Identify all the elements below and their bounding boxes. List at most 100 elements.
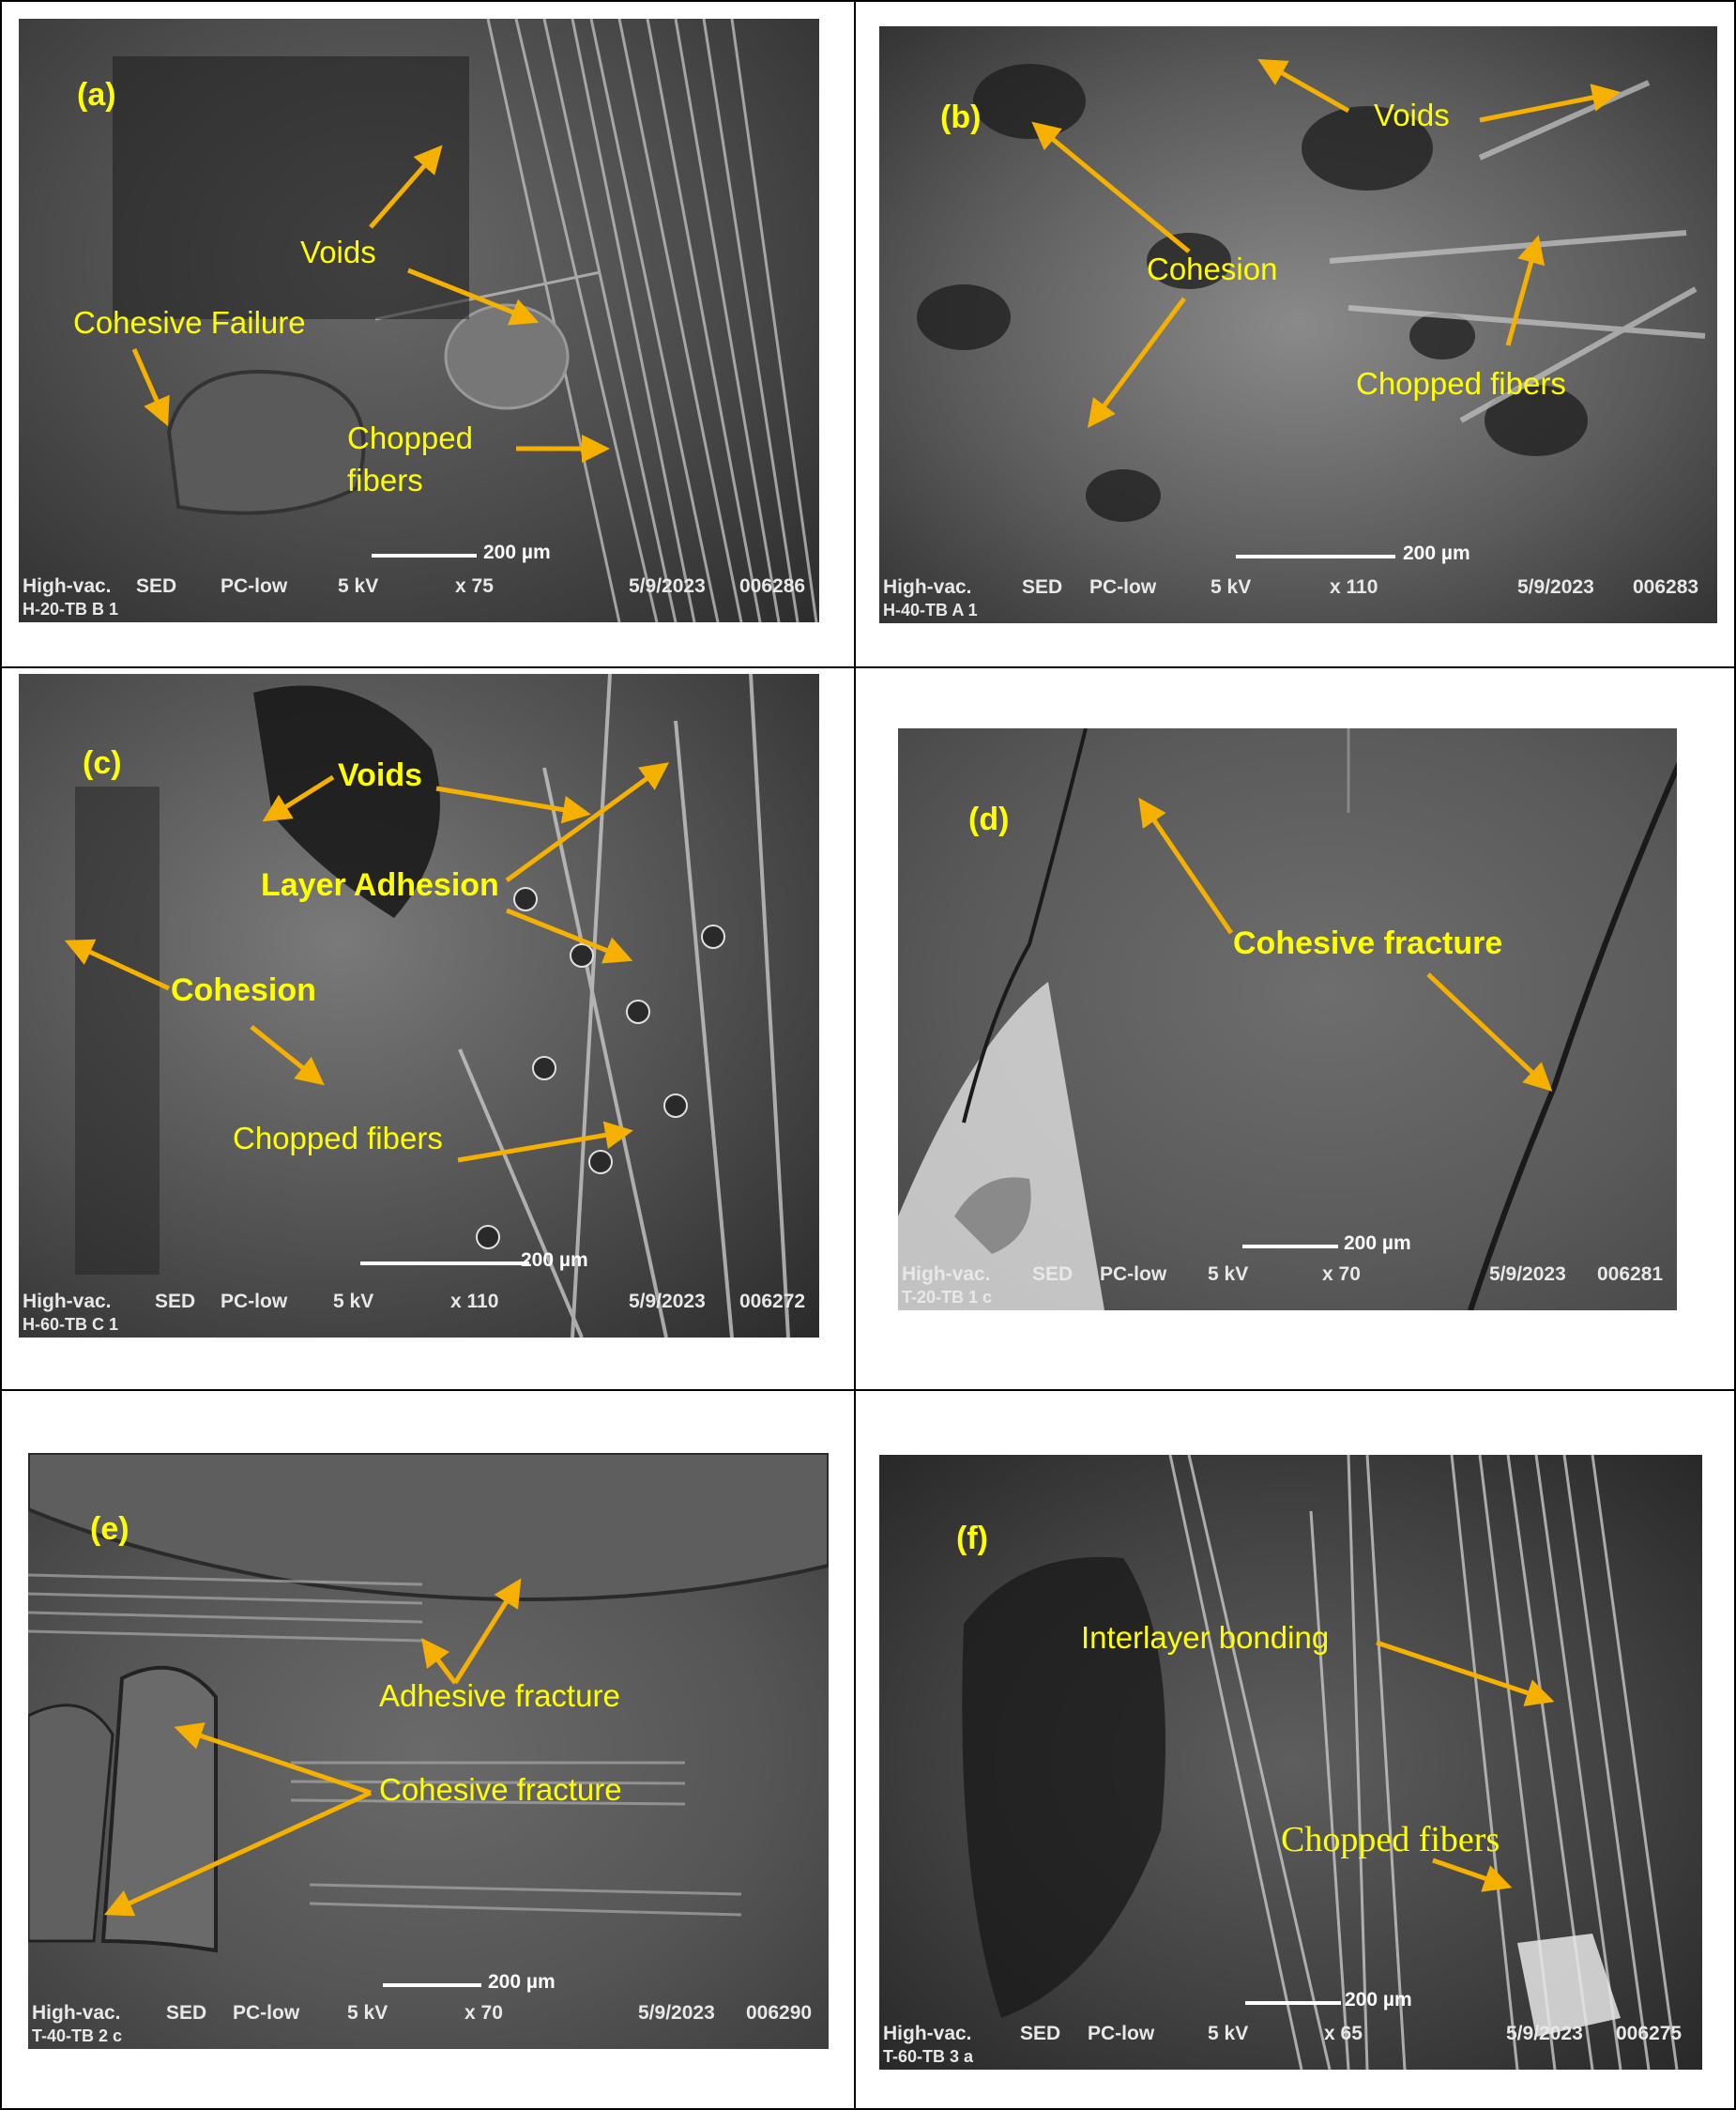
- info-probe: PC-low: [233, 2002, 300, 2024]
- grid-divider-row2: [0, 1389, 1736, 1391]
- info-date: 5/9/2023: [629, 1291, 706, 1312]
- panel-label: (b): [940, 99, 982, 135]
- scale-label: 200 µm: [1403, 543, 1470, 564]
- sem-info-bar: High-vac. SED PC-low 5 kV x 70 5/9/2023 …: [898, 1261, 1677, 1310]
- annotation-voids: Voids: [300, 235, 376, 269]
- info-detector: SED: [166, 2002, 207, 2024]
- fiber-texture: [962, 1455, 1679, 2070]
- panel-label: (e): [90, 1511, 129, 1547]
- info-magnification: x 110: [1330, 576, 1378, 598]
- scale-bar: [360, 1261, 529, 1265]
- info-sample: T-40-TB 2 c: [32, 2026, 123, 2045]
- annotation-chopped: Chopped: [347, 420, 473, 455]
- sem-info-bar: High-vac. SED PC-low 5 kV x 110 5/9/2023…: [879, 574, 1717, 623]
- sem-panel-c: (c) Voids Layer Adhesion Cohesion Choppe…: [19, 674, 819, 1338]
- sem-info-bar: High-vac. SED PC-low 5 kV x 70 5/9/2023 …: [28, 2000, 829, 2049]
- info-date: 5/9/2023: [629, 575, 706, 597]
- scale-label: 200 µm: [488, 1971, 556, 1993]
- info-detector: SED: [1020, 2023, 1061, 2044]
- scale-bar: [372, 554, 477, 558]
- info-image-number: 006286: [739, 575, 806, 597]
- sem-info-bar: High-vac. SED PC-low 5 kV x 65 5/9/2023 …: [879, 2021, 1702, 2070]
- info-detector: SED: [136, 575, 177, 597]
- annotation-arrows: [103, 1578, 522, 1917]
- annotation-arrows: [1138, 797, 1553, 1092]
- fracture-texture: [917, 64, 1706, 522]
- scale-label: 200 µm: [483, 542, 551, 563]
- info-magnification: x 70: [1322, 1263, 1361, 1285]
- info-sample: H-60-TB C 1: [23, 1315, 119, 1334]
- info-voltage: 5 kV: [338, 575, 379, 597]
- info-detector: SED: [1032, 1263, 1074, 1285]
- info-vacuum: High-vac.: [23, 1291, 112, 1312]
- scale-bar: [1242, 1245, 1338, 1248]
- annotation-cohesion: Cohesion: [1147, 252, 1278, 286]
- info-voltage: 5 kV: [1208, 1263, 1249, 1285]
- info-magnification: x 65: [1324, 2023, 1363, 2044]
- info-magnification: x 75: [455, 575, 494, 597]
- info-voltage: 5 kV: [347, 2002, 388, 2024]
- info-sample: H-20-TB B 1: [23, 600, 119, 619]
- fiber-texture: [113, 19, 818, 622]
- sem-info-bar: High-vac. SED PC-low 5 kV x 75 5/9/2023 …: [19, 573, 819, 622]
- scale-label: 200 µm: [521, 1249, 588, 1271]
- info-sample: T-60-TB 3 a: [883, 2047, 974, 2066]
- annotation-cohesion: Cohesion: [171, 972, 316, 1008]
- info-vacuum: High-vac.: [23, 575, 112, 597]
- annotation-cohesive-failure: Cohesive Failure: [73, 305, 306, 340]
- info-date: 5/9/2023: [638, 2002, 715, 2024]
- info-vacuum: High-vac.: [883, 576, 972, 598]
- annotation-voids: Voids: [338, 757, 423, 793]
- info-probe: PC-low: [221, 1291, 288, 1312]
- sem-panel-a: (a) Voids Cohesive Failure Chopped fiber…: [19, 19, 819, 622]
- info-date: 5/9/2023: [1517, 576, 1594, 598]
- panel-label: (c): [83, 745, 122, 781]
- info-voltage: 5 kV: [1211, 576, 1252, 598]
- scale-label: 200 µm: [1345, 1989, 1412, 2011]
- info-probe: PC-low: [221, 575, 288, 597]
- panel-label: (f): [956, 1521, 988, 1556]
- grid-divider-row1: [0, 666, 1736, 668]
- sem-info-bar: High-vac. SED PC-low 5 kV x 110 5/9/2023…: [19, 1289, 819, 1338]
- info-magnification: x 70: [464, 2002, 503, 2024]
- fracture-texture: [898, 728, 1677, 1310]
- sem-panel-e: (e) Adhesive fracture Cohesive fracture …: [28, 1453, 829, 2049]
- scale-bar: [1245, 2001, 1341, 2005]
- annotation-arrows: [1031, 59, 1621, 429]
- info-detector: SED: [1022, 576, 1063, 598]
- annotation-layer-adhesion: Layer Adhesion: [261, 867, 499, 903]
- info-sample: H-40-TB A 1: [883, 601, 978, 619]
- grid-divider-vertical: [854, 0, 856, 2110]
- info-probe: PC-low: [1088, 2023, 1155, 2044]
- sem-panel-b: (b) Voids Cohesion Chopped fibers 200 µm…: [879, 26, 1717, 623]
- info-image-number: 006272: [739, 1291, 806, 1312]
- fiber-texture: [75, 674, 790, 1338]
- info-voltage: 5 kV: [333, 1291, 374, 1312]
- sem-panel-f: (f) Interlayer bonding Chopped fibers 20…: [879, 1455, 1702, 2070]
- annotation-cohesive-fracture: Cohesive fracture: [1233, 925, 1503, 961]
- panel-label: (a): [77, 77, 116, 113]
- info-probe: PC-low: [1100, 1263, 1167, 1285]
- info-vacuum: High-vac.: [32, 2002, 121, 2024]
- annotation-arrows: [131, 145, 610, 463]
- info-image-number: 006283: [1633, 576, 1699, 598]
- annotation-chopped-fibers: Chopped fibers: [1281, 1820, 1500, 1859]
- scale-bar: [383, 1983, 481, 1987]
- info-detector: SED: [155, 1291, 196, 1312]
- annotation-interlayer-bonding: Interlayer bonding: [1081, 1620, 1330, 1655]
- info-sample: T-20-TB 1 c: [902, 1288, 993, 1307]
- annotation-arrows: [1376, 1640, 1555, 1892]
- info-date: 5/9/2023: [1489, 1263, 1566, 1285]
- annotation-voids: Voids: [1374, 98, 1450, 132]
- info-image-number: 006275: [1616, 2023, 1683, 2044]
- info-probe: PC-low: [1089, 576, 1157, 598]
- scale-label: 200 µm: [1344, 1232, 1411, 1254]
- info-date: 5/9/2023: [1506, 2023, 1583, 2044]
- info-voltage: 5 kV: [1208, 2023, 1249, 2044]
- scale-bar: [1236, 555, 1395, 558]
- annotation-cohesive-fracture: Cohesive fracture: [379, 1772, 622, 1807]
- info-magnification: x 110: [450, 1291, 499, 1312]
- annotation-chopped-fibers: Chopped fibers: [233, 1121, 443, 1155]
- annotation-fibers: fibers: [347, 463, 423, 497]
